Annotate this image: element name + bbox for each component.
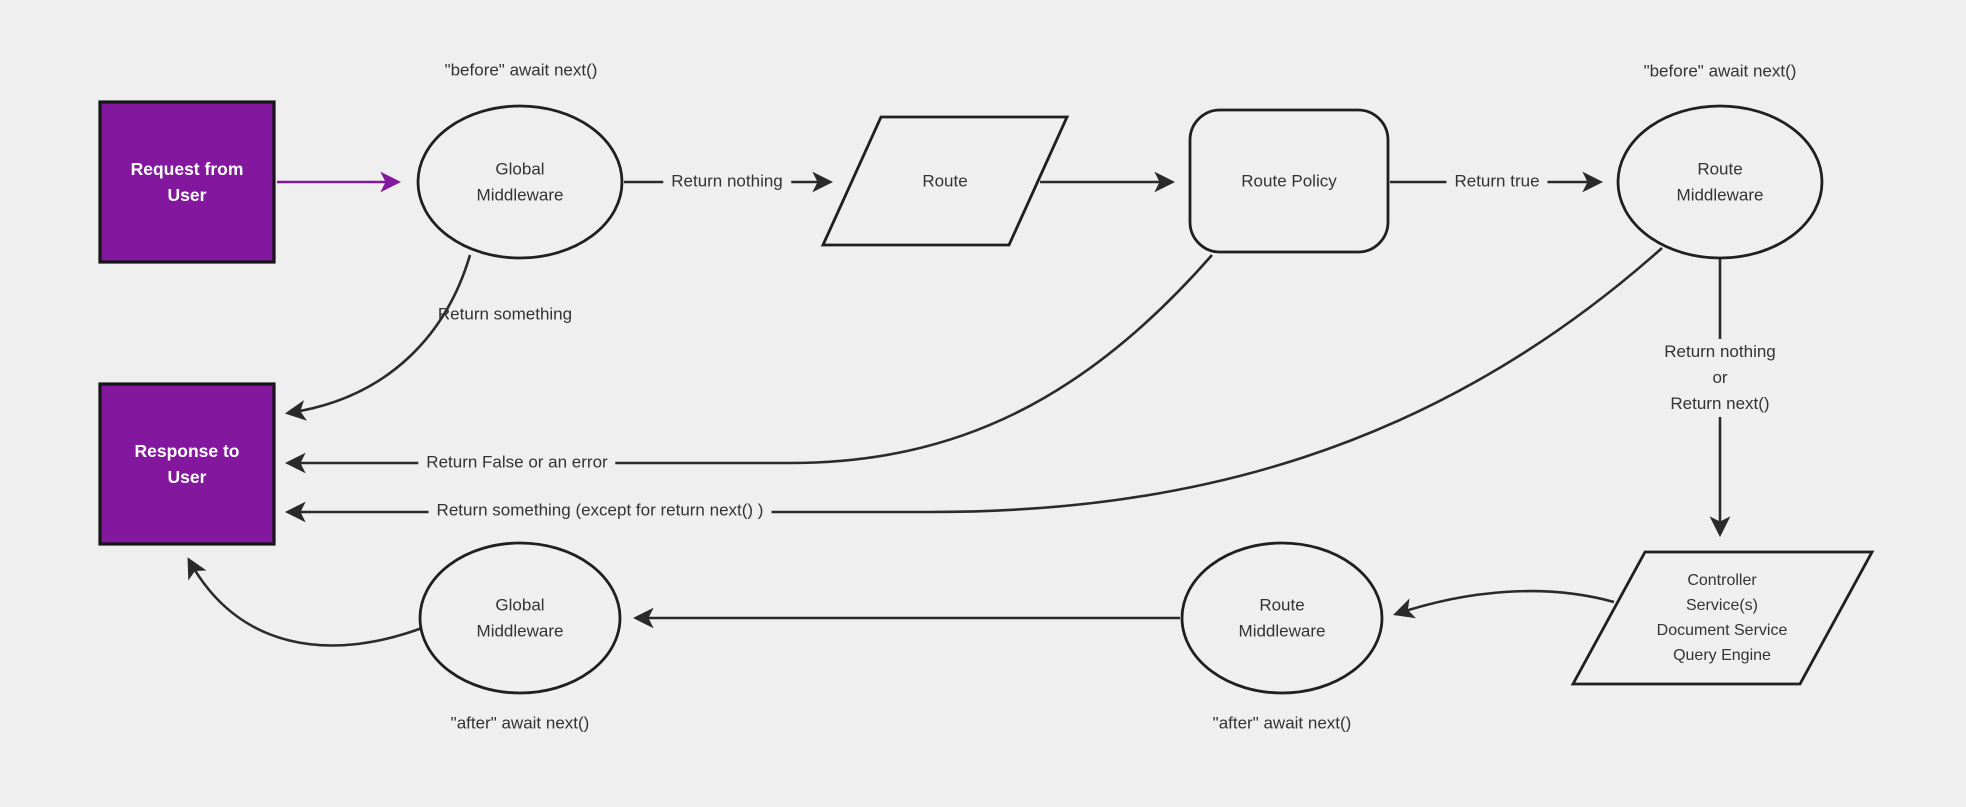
global-middleware-top-label: Global Middleware xyxy=(476,159,564,205)
controller-label-line-3: Document Service xyxy=(1656,622,1788,639)
controller-label-line-4: Query Engine xyxy=(1673,647,1771,664)
edge-label-after-global: "after" await next() xyxy=(450,713,590,733)
edge-label-return-nothing: Return nothing xyxy=(663,169,791,195)
edge-label-before-route: "before" await next() xyxy=(1643,61,1797,81)
node-route-policy xyxy=(1188,108,1390,254)
controller-label: Controller Service(s) Document Service Q… xyxy=(1657,568,1788,668)
node-response-box xyxy=(98,382,276,546)
edge-route-middleware-return-something-to-response xyxy=(284,247,1663,523)
node-route-middleware-top xyxy=(1616,104,1824,260)
edge-route-policy-return-false-to-response xyxy=(284,254,1213,474)
node-route-middleware-bottom xyxy=(1180,541,1384,695)
edge-label-return-nothing-or-next-line-3: Return next() xyxy=(1670,394,1770,413)
response-box-label: Response to User xyxy=(134,440,240,487)
edge-label-return-nothing-or-next-line-1: Return nothing xyxy=(1664,342,1776,361)
request-box-label: Request from User xyxy=(130,158,244,205)
controller-label-line-2: Service(s) xyxy=(1685,597,1758,614)
edge-global-middleware-bottom-to-response xyxy=(187,557,423,647)
node-request-box xyxy=(98,100,276,264)
edge-label-return-something: Return something xyxy=(437,304,573,324)
edge-label-return-false-or-error: Return False or an error xyxy=(418,450,616,476)
edge-label-return-something-except: Return something (except for return next… xyxy=(428,498,772,524)
node-route xyxy=(820,115,1070,247)
route-label: Route xyxy=(922,171,968,191)
edge-controller-to-route-middleware-bottom xyxy=(1393,589,1615,619)
edge-label-return-nothing-or-next: Return nothing or Return next() xyxy=(1658,339,1782,417)
edge-label-after-route: "after" await next() xyxy=(1212,713,1352,733)
route-middleware-top-label: Route Middleware xyxy=(1676,159,1764,205)
edge-global-middleware-return-something-to-response xyxy=(284,254,472,421)
node-global-middleware-bottom xyxy=(418,541,622,695)
node-global-middleware-top xyxy=(416,104,624,260)
edge-label-before-global: "before" await next() xyxy=(444,60,598,80)
node-controller xyxy=(1570,550,1875,686)
edge-label-return-nothing-or-next-line-2: or xyxy=(1712,368,1728,387)
edge-label-return-true: Return true xyxy=(1446,169,1548,195)
global-middleware-bottom-label: Global Middleware xyxy=(476,595,564,641)
controller-label-line-1: Controller xyxy=(1687,572,1757,589)
route-middleware-bottom-label: Route Middleware xyxy=(1238,595,1326,641)
route-policy-label: Route Policy xyxy=(1241,171,1337,191)
